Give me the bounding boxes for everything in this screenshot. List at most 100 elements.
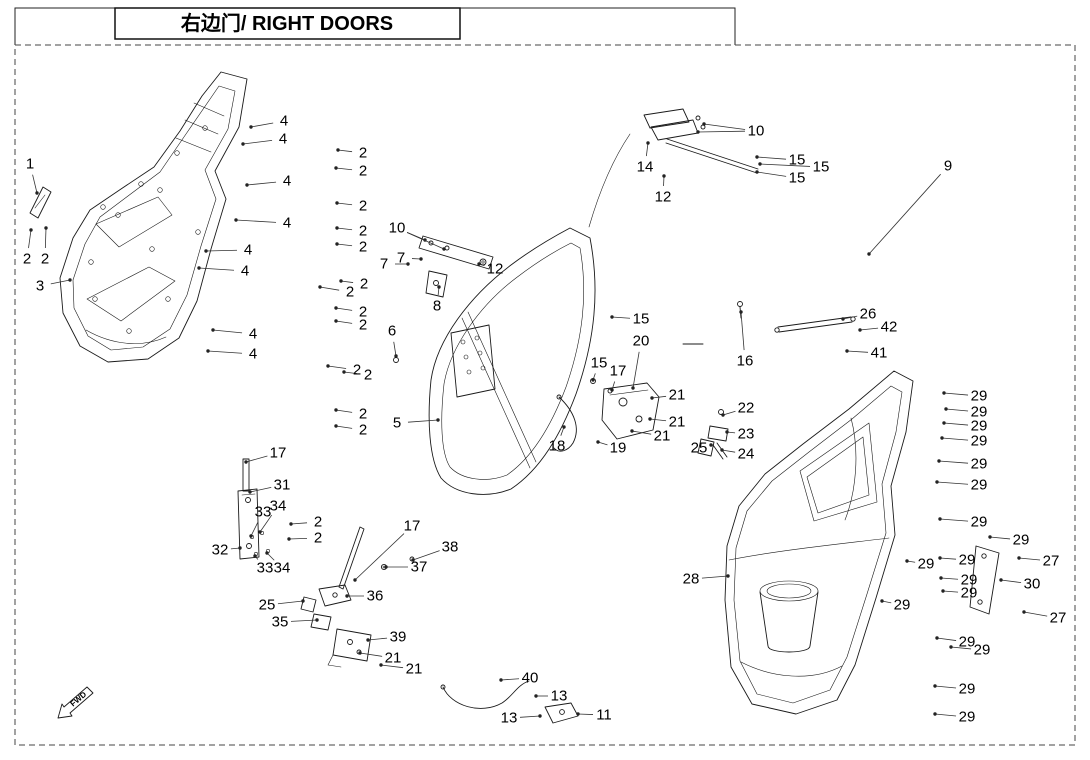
part-number-29: 29: [971, 477, 988, 494]
leader-line: [740, 311, 745, 351]
part-number-1: 1: [26, 156, 34, 173]
part-number-4: 4: [283, 215, 291, 232]
leader-line: [266, 552, 275, 561]
fastener-dot: [1017, 556, 1021, 560]
page-title: 右边门/ RIGHT DOORS: [181, 11, 393, 35]
part-number-29: 29: [959, 681, 976, 698]
part-number-2: 2: [359, 406, 367, 423]
fastener-dot: [726, 574, 730, 578]
fastener-dot: [944, 407, 948, 411]
part-number-2: 2: [41, 251, 49, 268]
leader-line: [337, 149, 353, 153]
fastener-dot: [938, 556, 942, 560]
leader-line: [936, 481, 969, 485]
fastener-dot: [721, 413, 725, 417]
fastener-dot: [755, 155, 759, 159]
part-number-27: 27: [1043, 553, 1060, 570]
strut-part30: [969, 545, 1000, 615]
leader-line: [941, 437, 969, 441]
part-number-2: 2: [314, 530, 322, 547]
part-number-21: 21: [669, 387, 686, 404]
leader-line: [367, 637, 388, 641]
part-number-2: 2: [359, 317, 367, 334]
part-number-2: 2: [359, 145, 367, 162]
part-number-27: 27: [1050, 610, 1067, 627]
part-number-15: 15: [789, 152, 806, 169]
upper-hinge-drawing: [643, 108, 759, 174]
fastener-dot: [411, 558, 415, 562]
part-number-29: 29: [971, 456, 988, 473]
part-number-28: 28: [683, 571, 700, 588]
part-number-32: 32: [212, 542, 229, 559]
part-number-2: 2: [359, 163, 367, 180]
trim-bracket-part1: [29, 186, 52, 219]
leader-line: [335, 320, 353, 324]
fastener-dot: [999, 578, 1003, 582]
leader-line: [756, 171, 787, 177]
fwd-arrow: FWD: [57, 686, 94, 719]
part-number-7: 7: [380, 256, 388, 273]
part-number-2: 2: [359, 422, 367, 439]
leader-line: [846, 350, 869, 353]
fastener-dot: [938, 517, 942, 521]
part-number-23: 23: [738, 426, 755, 443]
part-number-29: 29: [971, 388, 988, 405]
fastener-dot: [630, 429, 634, 433]
leader-line: [950, 646, 972, 650]
part-number-2: 2: [346, 284, 354, 301]
part-number-30: 30: [1024, 576, 1041, 593]
part-number-2: 2: [359, 223, 367, 240]
part-number-10: 10: [748, 123, 765, 140]
fastener-dot: [44, 226, 48, 230]
part-number-40: 40: [522, 670, 539, 687]
part-number-29: 29: [971, 514, 988, 531]
leader-line: [632, 351, 640, 389]
part-number-2: 2: [359, 198, 367, 215]
part-number-31: 31: [274, 477, 291, 494]
leader-line: [205, 249, 238, 252]
leader-line: [859, 327, 879, 331]
fastener-dot: [696, 130, 700, 134]
fastener-dot: [941, 589, 945, 593]
fastener-dot: [318, 285, 322, 289]
fastener-dot: [384, 565, 388, 569]
fastener-dot: [650, 396, 654, 400]
fastener-dot: [867, 252, 871, 256]
part-number-33: 33: [255, 504, 272, 521]
fastener-dot: [939, 576, 943, 580]
part-number-2: 2: [360, 276, 368, 293]
right-door-panel-drawing: [724, 370, 1000, 715]
fastener-dot: [29, 228, 33, 232]
fastener-dot: [289, 522, 293, 526]
fastener-dot: [342, 370, 346, 374]
fastener-dot: [937, 459, 941, 463]
part-number-17: 17: [610, 363, 627, 380]
leader-line: [212, 329, 243, 334]
leader-line: [335, 167, 353, 171]
part-number-15: 15: [813, 159, 830, 176]
leader-line: [250, 521, 259, 537]
leader-line: [943, 422, 969, 426]
fastener-dot: [499, 678, 503, 682]
leader-line: [943, 392, 969, 396]
fastener-dot: [596, 440, 600, 444]
leader-line: [327, 365, 347, 369]
fastener-dot: [394, 354, 398, 358]
leader-line: [519, 715, 541, 718]
fastener-dot: [646, 141, 650, 145]
part-number-6: 6: [388, 323, 396, 340]
fastener-dot: [662, 174, 666, 178]
fastener-dot: [366, 638, 370, 642]
part-number-35: 35: [272, 614, 289, 631]
leader-line: [336, 227, 353, 231]
fastener-dot: [345, 594, 349, 598]
bolt-part6: [393, 357, 399, 363]
fastener-dot: [358, 651, 362, 655]
part-number-21: 21: [385, 650, 402, 667]
fastener-dot: [334, 319, 338, 323]
part-number-29: 29: [974, 642, 991, 659]
fastener-dot: [437, 285, 441, 289]
fastener-dot: [720, 448, 724, 452]
part-number-7: 7: [397, 250, 405, 267]
part-number-34: 34: [270, 498, 287, 515]
